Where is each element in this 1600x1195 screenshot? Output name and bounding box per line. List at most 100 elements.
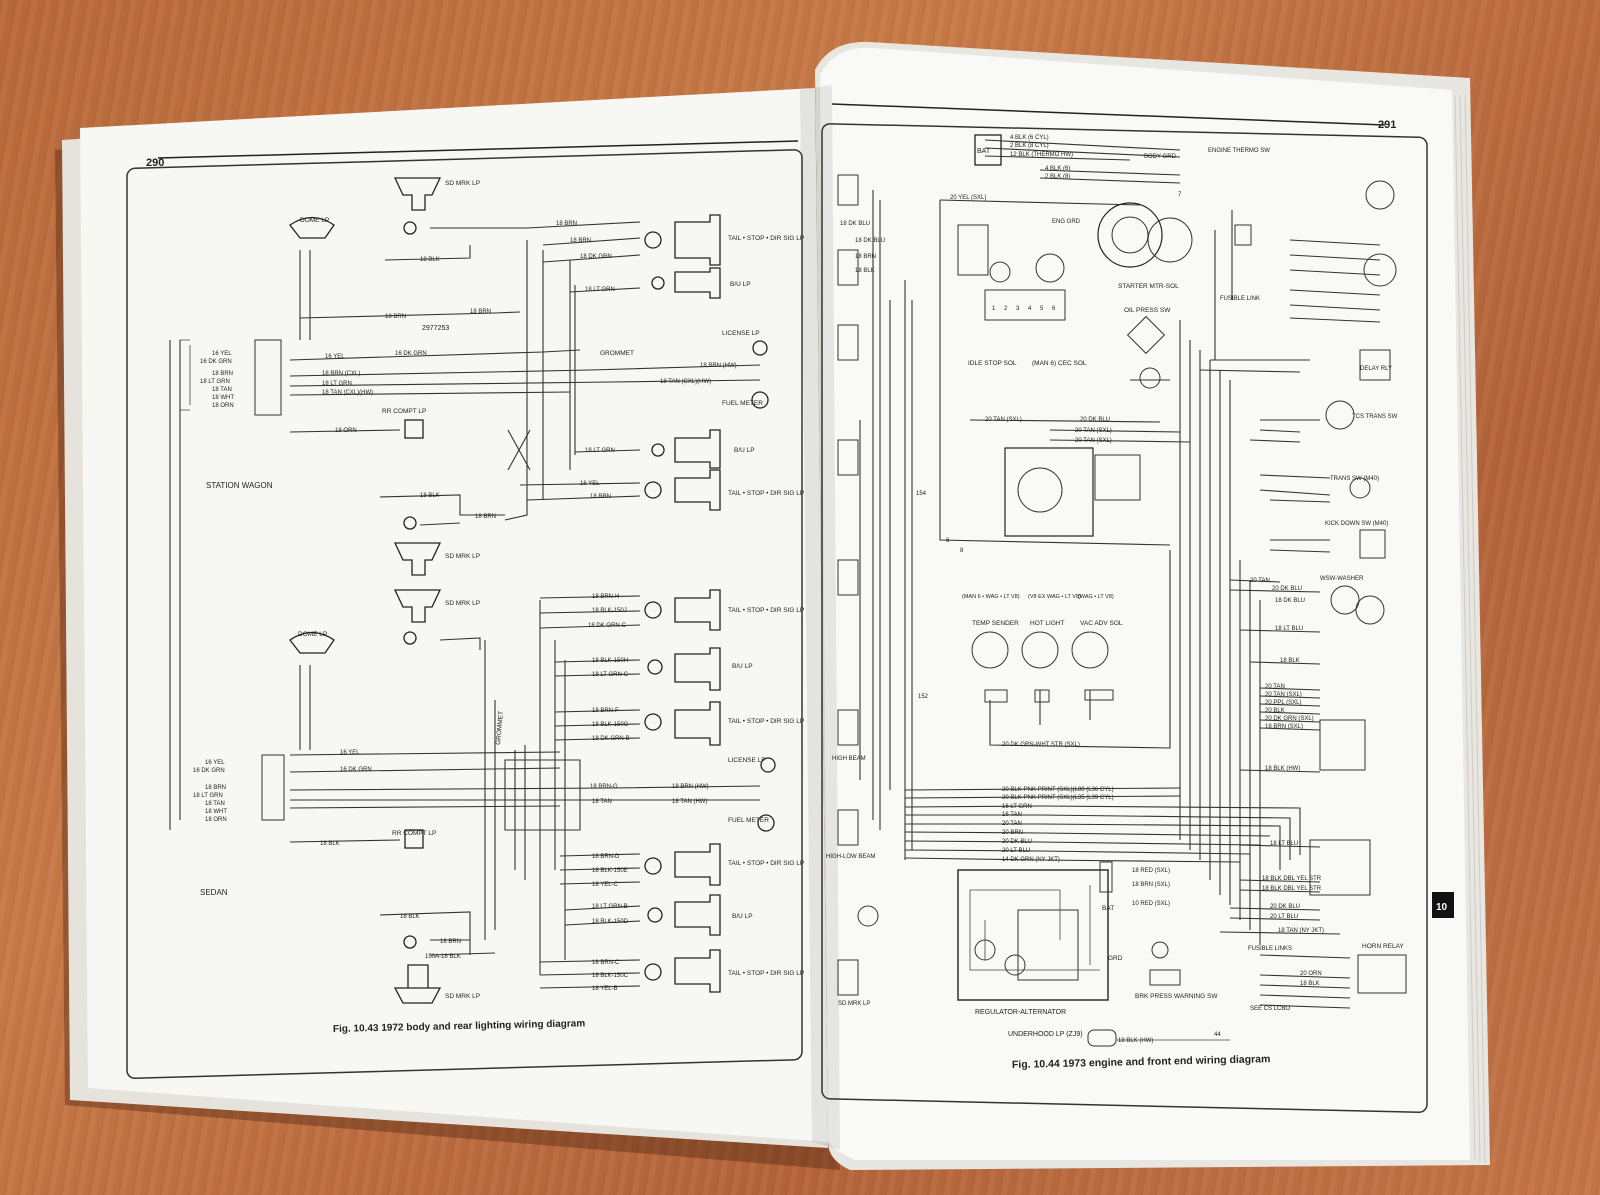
wire-label: 18 DK GRN-B [592,736,630,742]
connector-label: 16 YEL [205,760,225,766]
wire-label: 18 BLK [855,268,875,274]
left-wire-labels: 18 BRN 18 BRN 18 DK GRN 18 LT GRN 18 BLK… [320,221,737,992]
left-frame [126,149,803,1079]
pin-number: 2 [1004,306,1008,312]
label-high-beam: HIGH BEAM [832,756,866,762]
gauge-pin-numbers: 1 2 3 4 5 6 152 154 44 7 8 6 [916,192,1221,1038]
label-license-lp: LICENSE LP [722,330,760,337]
label-tail-stop-b1: TAIL • STOP • DIR SIG LP [728,607,804,614]
label-sedan: SEDAN [200,888,228,897]
wire-label: 18 BLK-150E [592,868,628,874]
splice-number: 7 [1178,192,1182,198]
page-edges [1454,94,1486,1165]
label-eng-grd: ENG GRD [1052,219,1081,225]
wire-label: 20 TAN (SXL) [1265,692,1302,698]
label-sd-mrk-mid2: SD MRK LP [445,600,480,607]
wire-label: 16 YEL [325,354,345,360]
label-engine-thermo: ENGINE THERMO SW [1208,148,1270,154]
label-bat: BAT [977,148,991,155]
label-sd-mrk-bot: SD MRK LP [445,993,480,1000]
wire-label: 20 ORN [1300,971,1322,977]
right-page-number: 291 [1378,119,1396,131]
connector-label: 18 TAN [205,801,225,807]
splice-number: 8 [960,548,964,554]
splice-number: 44 [1214,1032,1221,1038]
wire-label: 20 LT BLU [1002,848,1030,854]
wire-label: 20 DK BLU [1080,417,1110,423]
wire-label: 16 YEL [340,750,360,756]
pin-number: 3 [1016,306,1020,312]
wire-label: 18 BRN-F [592,708,619,714]
wire-label: 18 LT BLU [1275,626,1303,632]
label-cec-sol: (MAN 6) CEC SOL [1032,360,1087,367]
wire-label: 2 BLK (8) [1045,174,1070,180]
label-rr-compt2: RR COMPT LP [392,830,436,837]
left-page-number: 290 [146,157,164,169]
wire-label: 20 TAN (SXL) [985,417,1022,423]
wire-label: 16 TAN [1002,812,1022,818]
wire-label: 20 DK BLU [1002,839,1032,845]
wire-label: 18 BRN [475,514,496,520]
wire-label: 18 YEL-B [592,986,618,992]
wire-label: 18 BLK-150D [592,919,629,925]
wire-label: 18 BRN [556,221,577,227]
label-brk-press: BRK PRESS WARNING SW [1135,993,1218,1000]
wire-label: 18 BLK (HW) [1265,766,1300,772]
label-high-low-beam: HIGH-LOW BEAM [826,854,875,860]
label-fusible-links: FUSIBLE LINKS [1248,946,1292,952]
label-bat-term: BAT [1102,905,1114,912]
label-grommet: GROMMET [600,350,634,357]
label-tail-stop-top: TAIL • STOP • DIR SIG LP [728,235,804,242]
label-see: SEE CS LCBO [1250,1006,1290,1012]
label-vac-adv: VAC ADV SOL [1080,620,1123,627]
connector-label: 18 WHT [205,809,227,815]
connector-label: 18 ORN [205,817,227,823]
wire-label: 18 TAN (CXL)(HW) [660,379,711,385]
wire-label: 18 TAN [592,799,612,805]
label-bu-lp-top: B/U LP [730,281,751,288]
wire-label: 18 DK BLU [855,238,885,244]
wire-label: 18 LT GRN [322,381,352,387]
label-fuel-meter2: FUEL METER [728,817,769,824]
label-rr-compt: RR COMPT LP [382,408,426,415]
wire-label: 20 LT BLU [1270,914,1298,920]
wire-label: 18 BLK-150C [592,973,629,979]
right-wire-labels: 4 BLK (6 CYL) 2 BLK (8 CYL) 12 BLK (THER… [840,135,1324,1044]
label-trans-sw: TRANS SW (M40) [1330,476,1379,482]
label-bu-lp-b2: B/U LP [732,913,753,920]
pin-number: 6 [1052,306,1056,312]
connector-label: 18 WHT [212,395,234,401]
label-license-lp2: LICENSE LP [728,757,766,764]
label-sd-mrk-lp: SD MRK LP [838,1001,870,1007]
wire-label: 18 DK GRN [580,254,612,260]
wire-label: 2 BLK (8 CYL) [1010,143,1049,149]
label-tcs: TCS TRANS SW [1352,414,1398,420]
wire-label: 20 YEL (SXL) [950,195,986,201]
section-tab [1432,892,1454,918]
wire-label: 18 LT GRN [585,448,615,454]
wire-label: 18 RED (SXL) [1132,868,1170,874]
wire-label: 18 BRN (SXL) [1132,882,1170,888]
label-sd-mrk-mid1: SD MRK LP [445,553,480,560]
pin-number: 4 [1028,306,1032,312]
wire-label: 18 LT GRN-B [592,904,628,910]
wire-label: 18 DK BLU [1275,598,1305,604]
wire-label: 18 TAN (CXL)(HW) [322,390,373,396]
wire-label: 4 BLK (6 CYL) [1010,135,1049,141]
right-header-rule [831,103,1386,126]
wire-label: 18 BLK [320,841,340,847]
left-connector-labels: 16 YEL 16 DK GRN 18 BRN 18 LT GRN 18 TAN… [193,351,234,823]
wire-label: 18 BLK-150H [592,658,628,664]
left-wiring [169,221,761,989]
connector-label: 18 LT GRN [193,793,223,799]
wire-label: 18 BLK-150G [592,722,629,728]
wire-label: 18 YEL-C [592,882,619,888]
wire-label: 4 BLK (6) [1045,166,1070,172]
wire-label: 16 LT GRN [1002,804,1032,810]
label-temp-sender: TEMP SENDER [972,620,1019,627]
wire-label: 20 DK GRN (SXL) [1265,716,1314,722]
wire-label: 16 YEL [580,481,600,487]
label-hot-note: (V8 EX WAG • LT V8) [1028,594,1081,600]
wire-label: 18 BRN-D [592,854,620,860]
